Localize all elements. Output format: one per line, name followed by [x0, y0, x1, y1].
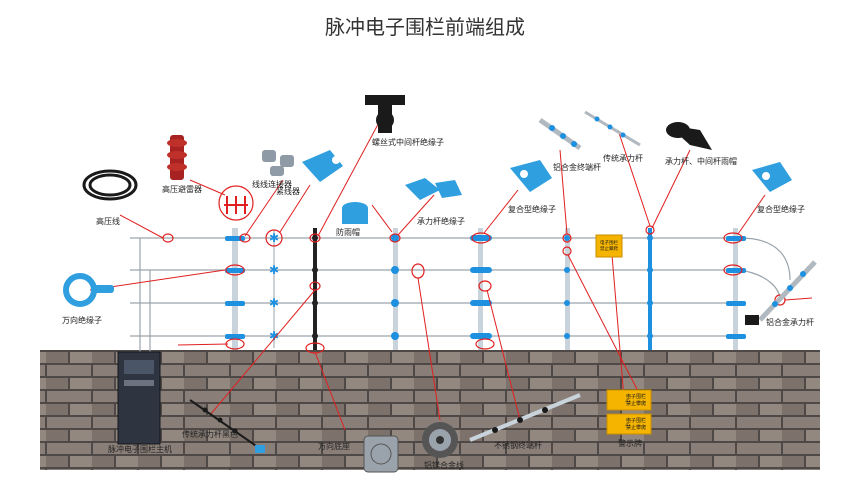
svg-text:禁止攀爬: 禁止攀爬	[626, 424, 646, 431]
rain-cap-icon	[342, 202, 368, 224]
svg-text:电子围栏: 电子围栏	[600, 239, 618, 246]
svg-text:⚠: ⚠	[625, 421, 631, 428]
pole-4	[393, 228, 398, 350]
label-composite-insulator-1: 复合型绝缘子	[508, 204, 556, 214]
label-aluminum-end-pole: 铝合金终端杆	[553, 162, 601, 172]
composite-insulator-icon	[510, 160, 552, 192]
steel-end-pole-icon	[469, 393, 581, 442]
svg-text:电子围栏: 电子围栏	[626, 393, 646, 400]
composite-insulator-2-icon	[752, 162, 792, 192]
coil-wire-icon	[82, 169, 138, 201]
label-pole-rain-cap: 承力杆、中间杆雨帽	[665, 156, 737, 166]
svg-text:✱: ✱	[269, 296, 279, 310]
svg-text:✱: ✱	[269, 231, 279, 245]
tension-insulator-icon	[405, 178, 462, 200]
label-wire-connector: 线线连接器	[252, 179, 292, 189]
traditional-pole-icon	[584, 110, 641, 147]
svg-text:⚠: ⚠	[625, 397, 631, 404]
label-steel-end-pole: 不锈钢终端杆	[494, 440, 542, 450]
page-title: 脉冲电子围栏前端组成	[325, 15, 525, 39]
pole-6	[565, 228, 570, 350]
svg-text:✱: ✱	[269, 263, 279, 277]
label-host: 脉冲电子围栏主机	[108, 444, 172, 454]
fence-poles	[232, 228, 738, 350]
pole-1	[232, 228, 238, 350]
wire-connector-icon	[262, 150, 294, 176]
label-tension-insulator: 承力杆绝缘子	[417, 216, 465, 226]
aluminum-tension-pole-icon	[745, 260, 817, 325]
label-alloy-wire: 铝镁合金线	[424, 460, 464, 470]
host-unit	[117, 351, 161, 445]
aluminum-end-pole-icon	[538, 117, 582, 151]
svg-text:禁止攀爬: 禁止攀爬	[600, 245, 618, 252]
svg-text:电子围栏: 电子围栏	[626, 417, 646, 424]
arrester-symbol-icon	[224, 196, 248, 214]
label-warning-sign: 警示牌	[618, 438, 642, 448]
component-labels: 高压线 高压避雷器 线线连接器 紧线器 螺丝式中间杆绝缘子 防雨帽 承力杆绝缘子…	[62, 137, 814, 470]
alloy-wire-spool-icon	[422, 422, 458, 458]
warning-sign-large-2: ⚠ 电子围栏 禁止攀爬	[606, 413, 652, 435]
warning-sign-large-1: ⚠ 电子围栏 禁止攀爬	[606, 389, 652, 411]
svg-text:✱: ✱	[269, 329, 279, 343]
label-tensioner: 紧线器	[276, 186, 300, 196]
label-rain-cap: 防雨帽	[336, 227, 360, 237]
tensioner-icon	[302, 150, 343, 182]
leader-lines	[89, 114, 813, 431]
label-universal-insulator: 万向绝缘子	[62, 315, 102, 325]
label-screw-insulator: 螺丝式中间杆绝缘子	[372, 137, 444, 147]
insulators: ✱ ✱ ✱ ✱	[225, 231, 746, 343]
label-high-voltage-wire: 高压线	[96, 216, 120, 226]
warning-sign-small: 电子围栏 禁止攀爬	[595, 234, 623, 258]
label-universal-base: 万向底座	[318, 441, 350, 451]
label-aluminum-tension-pole: 铝合金承力杆	[766, 317, 814, 327]
pole-7	[648, 228, 652, 350]
pole-8	[733, 228, 738, 350]
label-traditional-pole-black: 传统承力杆黑色	[182, 429, 238, 439]
universal-base-icon	[363, 435, 399, 473]
traditional-pole-black-icon	[189, 399, 265, 453]
pole-rain-cap-icon	[666, 122, 712, 150]
label-lightning-arrester: 高压避雷器	[162, 184, 202, 194]
pole-3	[313, 228, 317, 350]
lightning-arrester-icon	[167, 135, 187, 180]
label-traditional-pole: 传统承力杆	[603, 153, 643, 163]
label-composite-insulator-2: 复合型绝缘子	[757, 204, 805, 214]
svg-text:禁止攀爬: 禁止攀爬	[626, 400, 646, 407]
screw-insulator-icon	[365, 95, 405, 133]
universal-insulator-icon	[63, 273, 114, 307]
